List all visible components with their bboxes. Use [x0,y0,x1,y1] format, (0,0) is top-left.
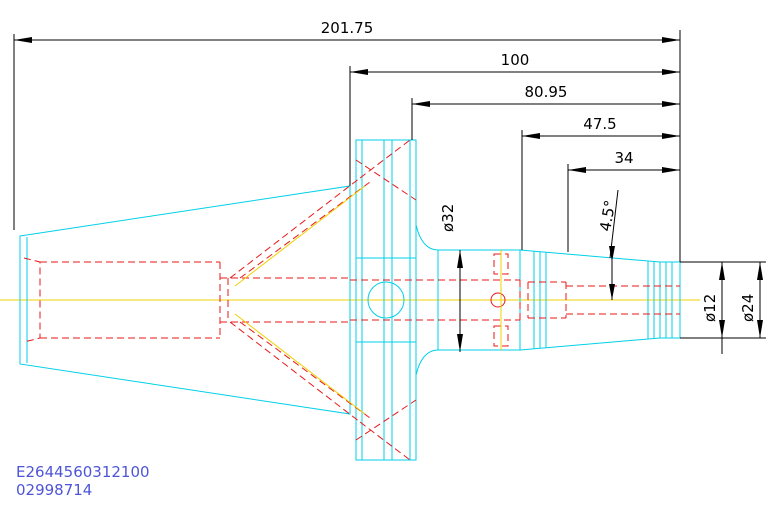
arrow [609,284,615,300]
dim-body-length: 80.95 [525,83,568,101]
part-code-line-2: 02998714 [16,481,92,499]
arrow [662,69,680,75]
arrow [757,320,763,338]
flange-groove [355,399,417,441]
dim-taper-length: 34 [614,149,633,167]
dim-taper-angle: 4.5° [596,199,619,233]
nose-outline [519,249,681,351]
cone-top [239,181,371,279]
arrow [719,320,725,338]
dim-nose-length: 47.5 [583,115,616,133]
taper-shank-outline [19,185,351,415]
arrow [14,37,32,43]
dimensions: 201.75 100 80.95 47.5 34 ø32 4.5° [13,19,766,354]
dim-flange-to-tip: 100 [501,51,530,69]
coolant-slot [493,253,509,275]
cone-top [229,177,361,279]
flange-groove [355,159,417,201]
cone-axis [234,313,366,415]
arrow [568,167,586,173]
cone-bottom [229,321,361,423]
arrow [662,101,680,107]
cone-axis [234,185,366,287]
arrow [457,334,463,352]
part-code-line-1: E2644560312100 [16,463,150,481]
flange-groove [359,139,411,179]
dim-nose-diameter: ø24 [739,294,757,322]
arrow [757,262,763,280]
arrow [662,167,680,173]
dim-bore-diameter: ø12 [701,294,719,322]
construction-lines [234,185,502,415]
arrow [609,246,615,262]
coolant-slot [493,325,509,347]
arrow [412,101,430,107]
part-outline [19,139,681,461]
drive-hole [367,281,405,319]
hidden-lines [23,139,680,461]
arrow [522,133,540,139]
flange-outline [355,139,417,461]
arrow [719,262,725,280]
arrow [457,250,463,268]
set-screw-hole [490,292,506,308]
arrow [350,69,368,75]
cone-bottom [239,321,371,419]
bore-entry [23,257,41,343]
dim-overall-length: 201.75 [321,19,374,37]
flange-groove [359,421,411,461]
arrow [662,133,680,139]
arrow [662,37,680,43]
dim-body-diameter: ø32 [439,204,457,232]
body-outline [415,224,521,376]
